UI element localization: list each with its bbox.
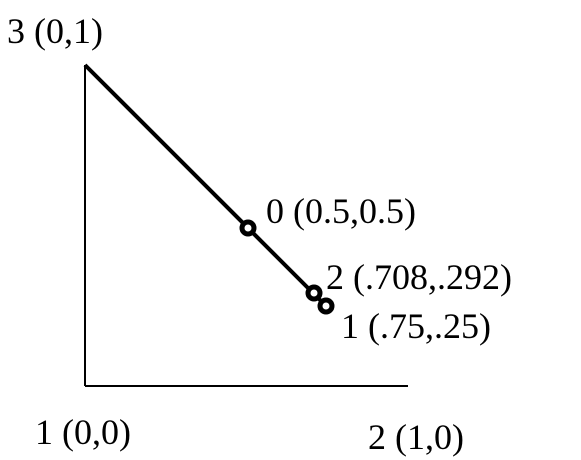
point-0-label: 0 (0.5,0.5) bbox=[266, 191, 416, 231]
vertex-1-label: 1 (0,0) bbox=[35, 412, 131, 452]
point-2-marker bbox=[305, 284, 323, 302]
vertex-2-label: 2 (1,0) bbox=[368, 417, 464, 457]
point-2-label: 2 (.708,.292) bbox=[326, 257, 512, 297]
vertex-3-label: 3 (0,1) bbox=[7, 11, 103, 51]
point-1-marker bbox=[317, 297, 335, 315]
diagonal-edge bbox=[83, 63, 328, 308]
point-1-label: 1 (.75,.25) bbox=[341, 306, 491, 346]
point-0-marker bbox=[239, 219, 257, 237]
